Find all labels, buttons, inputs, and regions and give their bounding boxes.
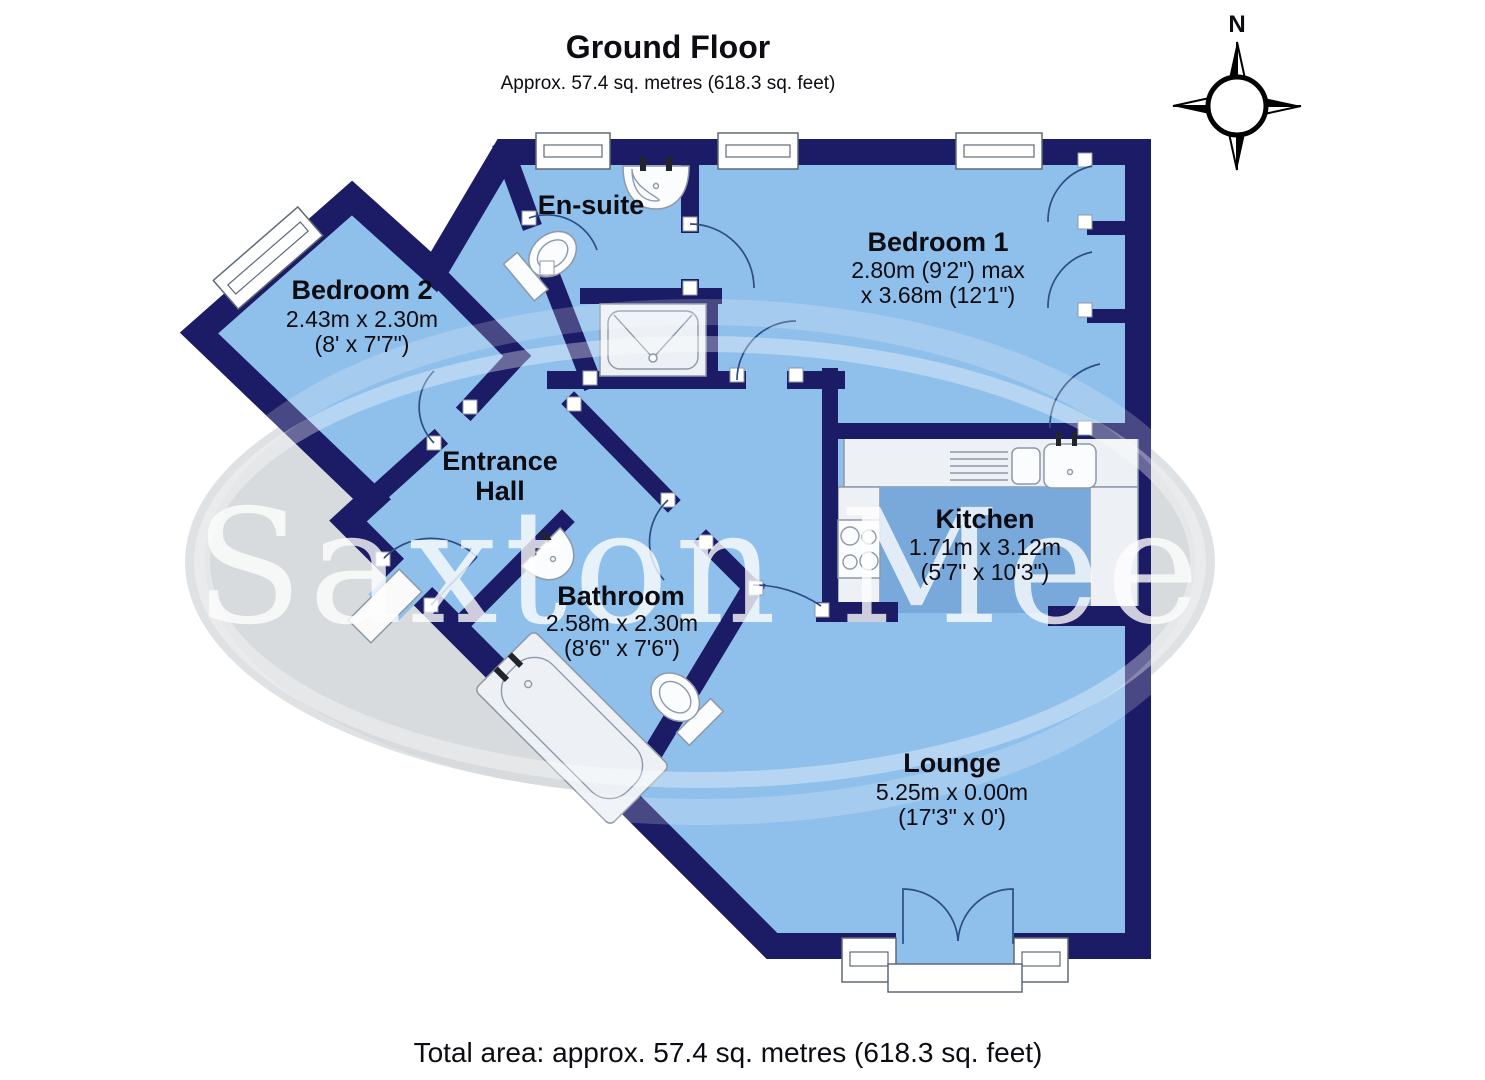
bedroom2-name: Bedroom 2	[291, 275, 432, 305]
kitchen-sink	[950, 432, 1097, 489]
watermark-swoosh-inner	[194, 336, 1206, 788]
lounge-window-right	[1013, 937, 1069, 983]
bathroom-name: Bathroom	[557, 581, 685, 611]
hob	[837, 519, 881, 579]
ensuite-window	[535, 132, 611, 170]
total-area-text: Total area: approx. 57.4 sq. metres (618…	[414, 1037, 1043, 1068]
lounge-dims-metric: 5.25m x 0.00m	[876, 779, 1028, 805]
compass-north-label: N	[1228, 11, 1245, 38]
kitchen-name: Kitchen	[935, 504, 1034, 534]
kitchen-floor	[880, 487, 1090, 613]
french-door-sill	[887, 963, 1023, 993]
room-labels: Bedroom 2 2.43m x 2.30m (8' x 7'7") En-s…	[286, 190, 1061, 830]
porch-step	[347, 568, 423, 644]
bedroom1-window-left	[717, 132, 799, 170]
compass-icon: N	[1172, 11, 1302, 171]
page-subtitle: Approx. 57.4 sq. metres (618.3 sq. feet)	[501, 73, 836, 94]
page-title: Ground Floor	[566, 29, 770, 65]
bedroom1-name: Bedroom 1	[867, 227, 1008, 257]
bedroom1-dims-imperial: x 3.68m (12'1")	[861, 282, 1015, 308]
windows	[212, 132, 1069, 993]
lounge-dims-imperial: (17'3" x 0')	[898, 804, 1006, 830]
french-door-opening	[896, 930, 1014, 964]
watermark-swoosh-outer	[179, 299, 1221, 825]
lounge-name: Lounge	[903, 748, 1000, 778]
bedroom1-dims-metric: 2.80m (9'2") max	[851, 257, 1025, 283]
bathtub	[476, 632, 668, 824]
kitchen-dims-metric: 1.71m x 3.12m	[909, 534, 1061, 560]
bathroom-dims-imperial: (8'6" x 7'6")	[564, 635, 680, 661]
watermark-text: Saxton Mee	[195, 476, 1206, 660]
bathroom-toilet	[650, 672, 725, 747]
bathroom-dims-metric: 2.58m x 2.30m	[546, 610, 698, 636]
bedroom1-window-right	[955, 132, 1043, 170]
entrance-hall-name-line1: Entrance	[442, 446, 558, 476]
bathroom-sink	[520, 526, 575, 581]
door-swings	[382, 165, 1101, 944]
ensuite-sink	[622, 157, 690, 210]
bedroom2-window	[212, 205, 324, 311]
bedroom2-dims-imperial: (8' x 7'7")	[315, 331, 410, 357]
kitchen-dims-imperial: (5'7" x 10'3")	[921, 559, 1050, 585]
shower	[599, 303, 707, 377]
bedroom2-dims-metric: 2.43m x 2.30m	[286, 306, 438, 332]
ensuite-name: En-suite	[538, 190, 645, 220]
entrance-hall-name-line2: Hall	[475, 476, 525, 506]
lounge-window-left	[841, 937, 897, 983]
